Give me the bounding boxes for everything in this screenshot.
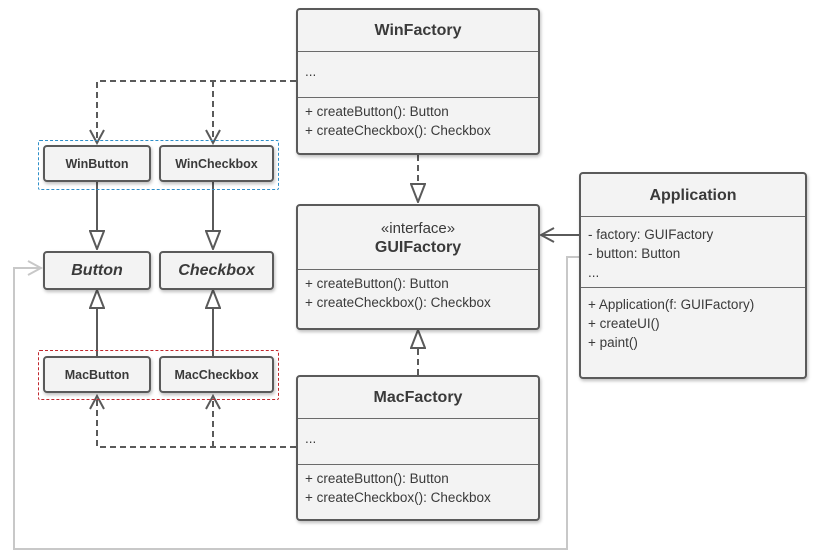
win-factory-name: WinFactory	[374, 22, 462, 39]
mac-factory-name: MacFactory	[373, 389, 463, 406]
gui-factory-stereotype: «interface»	[380, 219, 456, 237]
application-class[interactable]: Application - factory: GUIFactory - butt…	[579, 172, 807, 379]
application-methods: + Application(f: GUIFactory) + createUI(…	[581, 288, 805, 356]
win-factory-method: + createButton(): Button	[305, 104, 449, 119]
mac-factory-method: + createButton(): Button	[305, 471, 449, 486]
mac-checkbox-class[interactable]: MacCheckbox	[159, 356, 274, 393]
mac-factory-method: + createCheckbox(): Checkbox	[305, 490, 491, 505]
mac-products-group	[38, 350, 279, 400]
mac-factory-field: ...	[305, 431, 317, 446]
win-factory-header: WinFactory	[298, 10, 538, 52]
button-interface[interactable]: Button	[43, 251, 151, 290]
checkbox-interface[interactable]: Checkbox	[159, 251, 274, 290]
checkbox-interface-label: Checkbox	[178, 261, 255, 279]
gui-factory-interface[interactable]: «interface» GUIFactory + createButton():…	[296, 204, 540, 330]
win-button-label: WinButton	[65, 156, 129, 171]
application-field: - factory: GUIFactory	[588, 227, 714, 242]
windows-products-group	[38, 140, 279, 190]
gui-factory-methods: + createButton(): Button + createCheckbo…	[298, 270, 538, 316]
application-uses-button-line	[13, 256, 579, 550]
mac-factory-class[interactable]: MacFactory ... + createButton(): Button …	[296, 375, 540, 521]
gui-factory-method: + createButton(): Button	[305, 276, 449, 291]
win-factory-field: ...	[305, 64, 317, 79]
win-factory-fields: ...	[298, 52, 538, 98]
application-method: + Application(f: GUIFactory)	[588, 297, 755, 312]
mac-button-label: MacButton	[64, 367, 130, 382]
mac-factory-creates-mac-button-line	[97, 396, 296, 448]
win-factory-method: + createCheckbox(): Checkbox	[305, 123, 491, 138]
win-factory-creates-win-button-line	[97, 80, 296, 143]
application-name: Application	[649, 186, 737, 204]
win-checkbox-label: WinCheckbox	[175, 156, 258, 171]
mac-factory-header: MacFactory	[298, 377, 538, 419]
application-method: + paint()	[588, 335, 638, 350]
win-checkbox-class[interactable]: WinCheckbox	[159, 145, 274, 182]
application-method: + createUI()	[588, 316, 660, 331]
application-header: Application	[581, 174, 805, 217]
gui-factory-header: «interface» GUIFactory	[298, 206, 538, 270]
gui-factory-method: + createCheckbox(): Checkbox	[305, 295, 491, 310]
win-factory-methods: + createButton(): Button + createCheckbo…	[298, 98, 538, 144]
mac-button-class[interactable]: MacButton	[43, 356, 151, 393]
win-factory-class[interactable]: WinFactory ... + createButton(): Button …	[296, 8, 540, 155]
mac-factory-fields: ...	[298, 419, 538, 465]
application-field: ...	[588, 265, 600, 280]
gui-factory-name: GUIFactory	[374, 238, 462, 256]
mac-checkbox-label: MacCheckbox	[174, 367, 259, 382]
button-interface-label: Button	[71, 261, 123, 279]
application-field: - button: Button	[588, 246, 681, 261]
win-button-class[interactable]: WinButton	[43, 145, 151, 182]
application-fields: - factory: GUIFactory - button: Button .…	[581, 217, 805, 288]
mac-factory-methods: + createButton(): Button + createCheckbo…	[298, 465, 538, 511]
